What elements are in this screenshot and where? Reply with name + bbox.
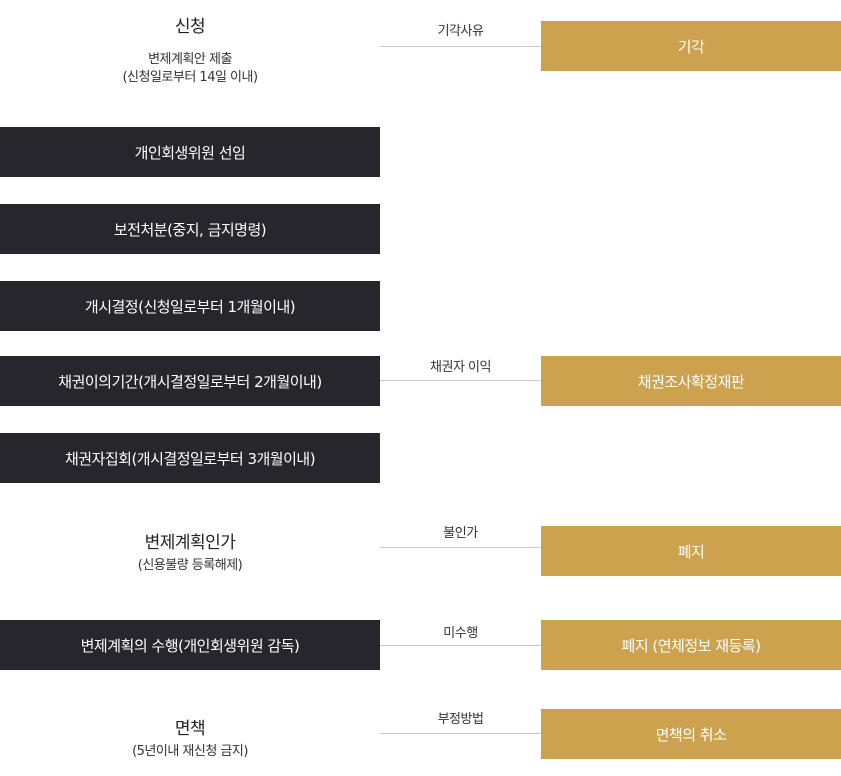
step-approval-sub: (신용불량 등록해제) bbox=[137, 558, 243, 573]
step-application: 신청 변제계획안 제출 (신청일로부터 14일 이내) bbox=[0, 12, 380, 87]
step-discharge-title: 면책 bbox=[174, 719, 206, 739]
step-application-sub2: (신청일로부터 14일 이내) bbox=[122, 70, 258, 85]
step-application-title: 신청 bbox=[174, 17, 206, 37]
branch-dismissal-connector bbox=[380, 46, 541, 47]
branch-dismissal-result: 기각 bbox=[541, 21, 841, 71]
step-discharge: 면책 (5년이내 재신청 금지) bbox=[0, 714, 380, 761]
branch-claim-objection-result: 채권조사확정재판 bbox=[541, 356, 841, 406]
step-approval-title: 변제계획인가 bbox=[144, 533, 236, 553]
step-performance: 변제계획의 수행(개인회생위원 감독) bbox=[0, 620, 380, 670]
branch-fraud-condition: 부정방법 bbox=[437, 712, 484, 727]
branch-fraud-result: 면책의 취소 bbox=[541, 709, 841, 759]
branch-non-performance-result: 폐지 (연체정보 재등록) bbox=[541, 620, 841, 670]
step-approval: 변제계획인가 (신용불량 등록해제) bbox=[0, 528, 380, 575]
branch-non-approval-condition: 불인가 bbox=[443, 526, 478, 541]
step-commencement: 개시결정(신청일로부터 1개월이내) bbox=[0, 281, 380, 331]
branch-claim-objection-connector bbox=[380, 380, 541, 381]
step-objection-period: 채권이의기간(개시결정일로부터 2개월이내) bbox=[0, 356, 380, 406]
step-appoint-commissioner: 개인회생위원 선임 bbox=[0, 127, 380, 177]
step-creditors-meeting: 채권자집회(개시결정일로부터 3개월이내) bbox=[0, 433, 380, 483]
step-preservation: 보전처분(중지, 금지명령) bbox=[0, 204, 380, 254]
branch-non-performance-connector bbox=[380, 645, 541, 646]
branch-dismissal-condition: 기각사유 bbox=[437, 24, 484, 39]
step-discharge-sub: (5년이내 재신청 금지) bbox=[132, 744, 248, 759]
branch-non-performance-condition: 미수행 bbox=[443, 626, 478, 641]
branch-claim-objection-condition: 채권자 이익 bbox=[430, 360, 491, 375]
branch-fraud-connector bbox=[380, 733, 541, 734]
step-application-sub1: 변제계획안 제출 bbox=[148, 52, 232, 67]
branch-non-approval-result: 폐지 bbox=[541, 526, 841, 576]
branch-non-approval-connector bbox=[380, 547, 541, 548]
